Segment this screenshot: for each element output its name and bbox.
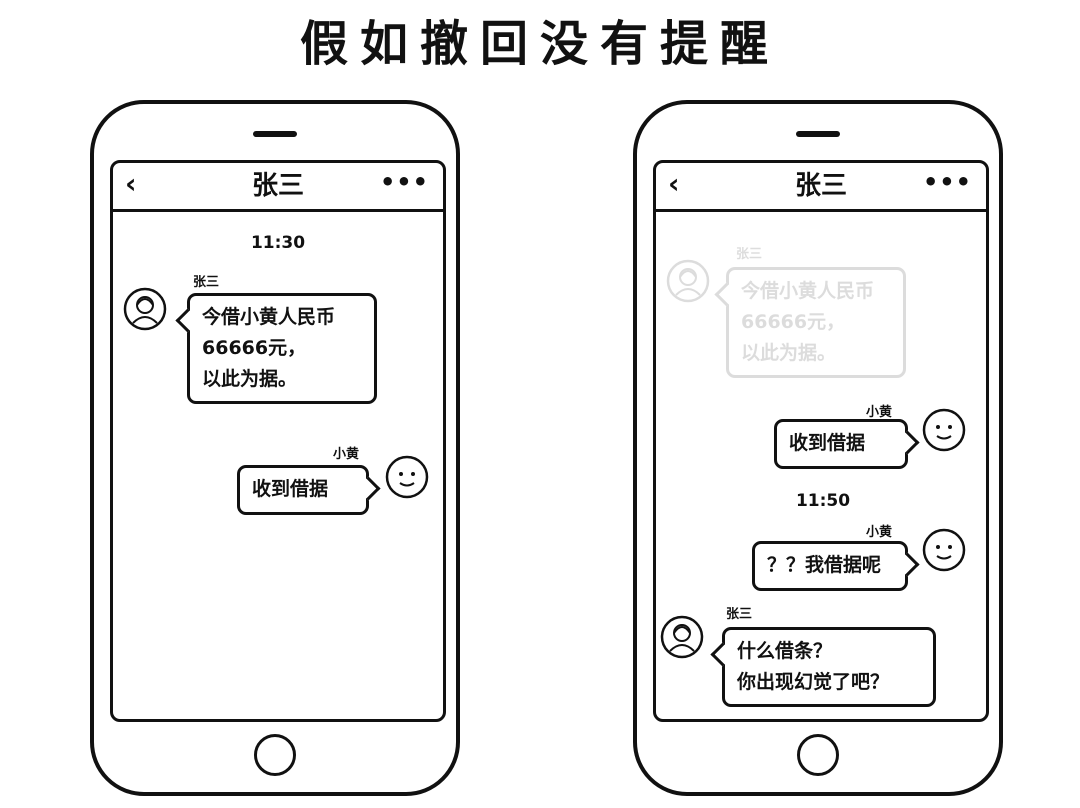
right-phone-screen: ‹ 张三 ••• 张三 今借小黄人民币 66666元， 以此为据。 小黄 收到借… <box>653 160 989 722</box>
home-button[interactable] <box>254 734 296 776</box>
home-button[interactable] <box>797 734 839 776</box>
smiley-face-icon <box>922 408 966 452</box>
chevron-left-icon[interactable]: ‹ <box>125 167 137 200</box>
chat-navbar: ‹ 张三 ••• <box>656 163 986 212</box>
sender-name: 张三 <box>736 247 763 262</box>
message-bubble[interactable]: 收到借据 <box>237 465 369 515</box>
sender-name: 小黄 <box>333 447 360 462</box>
right-phone: ‹ 张三 ••• 张三 今借小黄人民币 66666元， 以此为据。 小黄 收到借… <box>633 100 1003 796</box>
message-timestamp: 11:50 <box>795 491 851 511</box>
smiley-face-icon <box>922 528 966 572</box>
speaker-slot <box>253 131 297 137</box>
sender-name: 张三 <box>193 275 220 290</box>
left-phone: ‹ 张三 ••• 11:30 张三 今借小黄人民币 66666元， 以此为据。 … <box>90 100 460 796</box>
chat-navbar: ‹ 张三 ••• <box>113 163 443 212</box>
sender-name: 张三 <box>726 607 753 622</box>
message-bubble[interactable]: 今借小黄人民币 66666元， 以此为据。 <box>187 293 377 404</box>
chat-contact-name: 张三 <box>794 171 847 201</box>
more-dots-icon[interactable]: ••• <box>379 168 429 196</box>
speaker-slot <box>796 131 840 137</box>
chat-contact-name: 张三 <box>251 171 304 201</box>
person-avatar-icon <box>666 259 710 303</box>
message-bubble[interactable]: 什么借条？ 你出现幻觉了吧？ <box>722 627 936 707</box>
message-bubble[interactable]: ？？我借据呢 <box>752 541 908 591</box>
person-avatar-icon <box>123 287 167 331</box>
page-title: 假如撤回没有提醒 <box>299 16 780 72</box>
sender-name: 小黄 <box>866 525 893 540</box>
message-bubble[interactable]: 收到借据 <box>774 419 908 469</box>
smiley-face-icon <box>385 455 429 499</box>
message-timestamp: 11:30 <box>250 233 306 253</box>
person-avatar-icon <box>660 615 704 659</box>
message-bubble: 今借小黄人民币 66666元， 以此为据。 <box>726 267 906 378</box>
sender-name: 小黄 <box>866 405 893 420</box>
more-dots-icon[interactable]: ••• <box>922 168 972 196</box>
chevron-left-icon[interactable]: ‹ <box>668 167 680 200</box>
left-phone-screen: ‹ 张三 ••• 11:30 张三 今借小黄人民币 66666元， 以此为据。 … <box>110 160 446 722</box>
